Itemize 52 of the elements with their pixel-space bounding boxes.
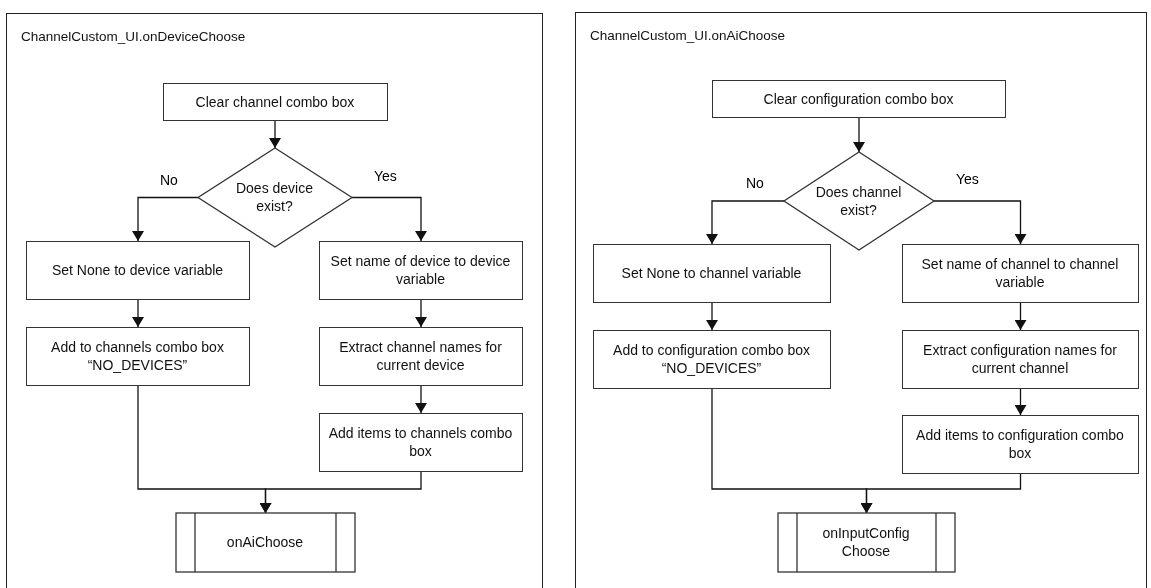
process-box (901, 329, 1139, 389)
frame-title: ChannelCustom_UI.onAiChoose (590, 27, 786, 45)
process-box (318, 412, 523, 472)
subprocess-box (777, 512, 955, 572)
arrow (351, 196, 427, 242)
arrow (132, 299, 144, 328)
process-box (162, 82, 388, 121)
step-text: Set None to device variable (51, 261, 224, 279)
arrow (853, 117, 865, 153)
arrow (706, 302, 718, 331)
frame-title: ChannelCustom_UI.onDeviceChoose (21, 28, 246, 46)
arrow (933, 200, 1027, 245)
decision-text: Does channel exist? (814, 182, 903, 219)
process-box (901, 414, 1139, 474)
arrow (259, 471, 422, 514)
step-text: Add to channels combo box “NO_DEVICES” (50, 338, 225, 374)
step-text: onInputConfig Choose (821, 524, 911, 560)
arrow (1014, 388, 1027, 416)
step-text: Set name of channel to channel variable (920, 255, 1120, 291)
step-text: Add items to channels combo box (327, 424, 514, 460)
process-box (25, 326, 250, 386)
diagram-frame (6, 13, 543, 588)
process-box (318, 326, 523, 386)
arrow (860, 473, 1022, 514)
step-text: Extract channel names for current device (338, 338, 503, 374)
step-text: Clear channel combo box (195, 92, 355, 111)
step-text: onAiChoose (226, 533, 304, 551)
process-box (901, 243, 1139, 303)
arrow (1014, 302, 1027, 331)
step-text: Add items to configuration combo box (915, 426, 1125, 462)
decision-diamond (197, 147, 352, 247)
process-box (318, 240, 523, 300)
arrow (706, 200, 785, 245)
edge-label: No (746, 175, 764, 191)
step-text: Set None to channel variable (621, 264, 802, 282)
process-box (25, 240, 250, 300)
subprocess-box (175, 512, 355, 572)
diagram-frame (575, 12, 1147, 588)
arrow (415, 385, 427, 414)
arrow (415, 299, 427, 328)
step-text: Extract configuration names for current channel (922, 341, 1118, 377)
edge-label: Yes (956, 171, 979, 187)
process-box (592, 329, 831, 389)
process-box (711, 79, 1006, 118)
step-text: Add to configuration combo box “NO_DEVICES” (612, 341, 811, 377)
step-text: Clear configuration combo box (763, 89, 954, 108)
arrow (132, 196, 199, 242)
arrow (269, 120, 281, 149)
process-box (592, 243, 831, 303)
step-text: Set name of device to device variable (329, 252, 512, 288)
decision-text: Does device exist? (234, 179, 314, 215)
decision-diamond (783, 151, 934, 250)
